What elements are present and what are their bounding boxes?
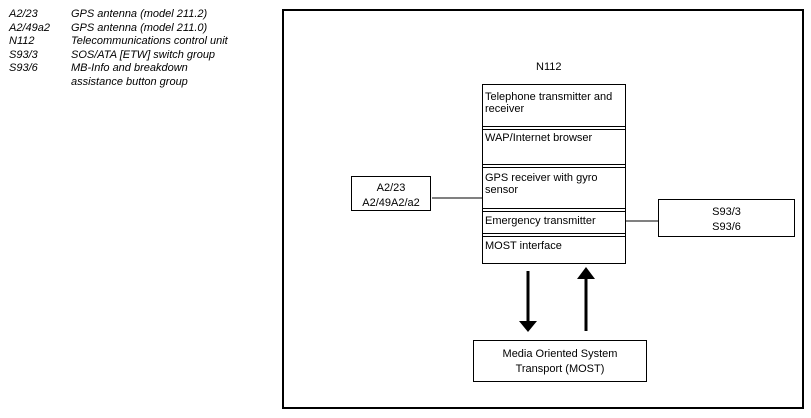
legend-row: A2/49a2 GPS antenna (model 211.0): [9, 22, 261, 36]
n112-control-unit: Telephone transmitter and receiver WAP/I…: [482, 84, 626, 264]
section-divider: [483, 164, 625, 168]
up-arrow-head: [577, 267, 595, 279]
legend-row: S93/6 MB-Info and breakdown assistance b…: [9, 62, 261, 89]
n112-section-telephone: Telephone transmitter and receiver: [485, 91, 613, 115]
legend-description: SOS/ATA [ETW] switch group: [71, 48, 216, 61]
legend-description: Telecommunications control unit: [71, 35, 228, 47]
legend-row: S93/3 SOS/ATA [ETW] switch group: [9, 49, 261, 63]
section-divider: [483, 233, 625, 237]
switch-box: S93/3 S93/6: [658, 199, 795, 237]
legend: A2/23 GPS antenna (model 211.2) A2/49a2 …: [9, 8, 261, 89]
legend-description: GPS antenna (model 211.0): [71, 21, 208, 34]
legend-code: N112: [9, 35, 35, 47]
antenna-box-line2: A2/49A2/a2: [362, 197, 420, 209]
n112-section-gps: GPS receiver with gyro sensor: [485, 172, 598, 196]
legend-row: N112 Telecommunications control unit: [9, 35, 261, 49]
antenna-box: A2/23 A2/49A2/a2: [351, 176, 431, 211]
legend-description: GPS antenna (model 211.2): [71, 8, 208, 20]
section-divider: [483, 208, 625, 212]
n112-section-wap: WAP/Internet browser: [485, 132, 593, 144]
most-box-line2: Transport (MOST): [515, 363, 605, 375]
section-divider: [483, 126, 625, 130]
down-arrow-head: [519, 321, 537, 332]
n112-title: N112: [536, 61, 562, 73]
diagram-frame: [282, 9, 804, 409]
n112-section-most: MOST interface: [485, 240, 562, 252]
switch-box-line1: S93/3: [712, 206, 741, 218]
legend-code: S93/3: [9, 48, 38, 61]
n112-section-emergency: Emergency transmitter: [485, 215, 596, 227]
switch-box-line2: S93/6: [712, 221, 741, 233]
legend-code: A2/49a2: [9, 21, 50, 34]
antenna-box-line1: A2/23: [376, 182, 406, 194]
legend-code: S93/6: [9, 62, 38, 74]
most-box-line1: Media Oriented System: [502, 348, 618, 360]
most-box: Media Oriented System Transport (MOST): [473, 340, 647, 382]
legend-row: A2/23 GPS antenna (model 211.2): [9, 8, 261, 22]
legend-description: MB-Info and breakdown assistance button …: [71, 62, 188, 88]
legend-code: A2/23: [9, 8, 38, 20]
